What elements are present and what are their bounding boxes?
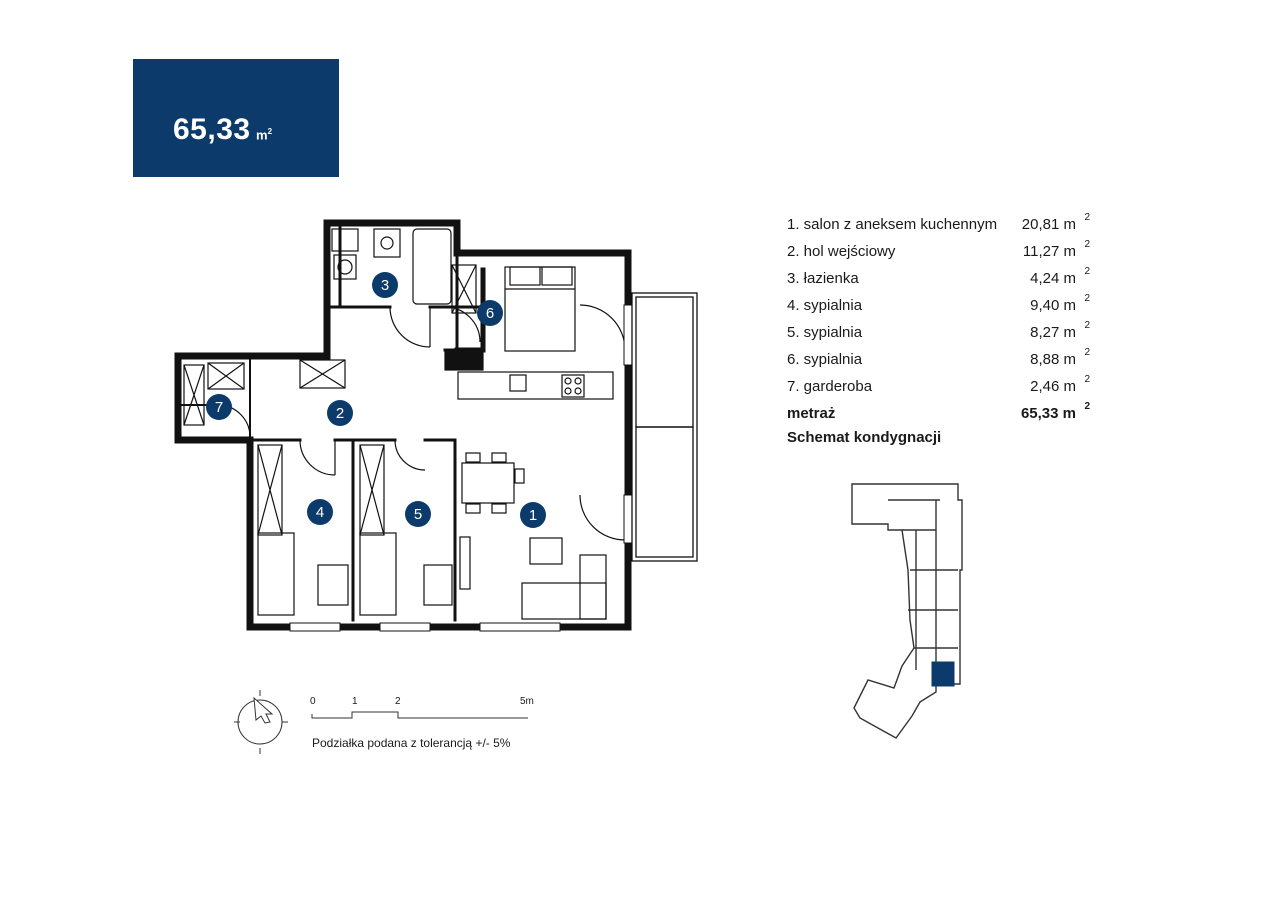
tv	[459, 536, 471, 590]
room-area-sup: 2	[1084, 212, 1090, 223]
floor-plan: 3 6 2 7 4 5 1	[174, 219, 698, 632]
room-label: 6. sypialnia	[787, 351, 863, 368]
interior-wall	[351, 438, 457, 622]
door-swing	[299, 439, 336, 476]
door-swing	[444, 306, 481, 343]
room-area: 65,33 m	[1020, 405, 1076, 422]
door-swing	[394, 439, 426, 471]
room-label: 7. garderoba	[787, 378, 873, 395]
coffee-table	[529, 537, 563, 565]
sink	[509, 374, 527, 392]
room-label: 3. łazienka	[787, 270, 859, 287]
room-area: 8,27 m	[1030, 324, 1076, 341]
room-area: 8,88 m	[1030, 351, 1076, 368]
room-marker-4	[307, 499, 333, 525]
bathtub	[412, 228, 452, 305]
door-swing	[579, 494, 626, 541]
room-marker-2	[327, 400, 353, 426]
scale-note: Podziałka podana z tolerancją +/- 5%	[312, 736, 511, 750]
highlighted-unit	[931, 661, 955, 687]
dining-table	[461, 462, 515, 504]
room-number-2: 2	[336, 405, 344, 422]
room-marker-1	[520, 502, 546, 528]
room-row: 2. hol wejściowy 11,27 m 2	[787, 239, 1092, 268]
room-row: 1. salon z aneksem kuchennym 20,81 m 2	[787, 212, 1092, 241]
sofa	[521, 582, 607, 620]
room-area-sup: 2	[1084, 239, 1090, 250]
balcony	[631, 292, 698, 562]
north-arrow-icon	[234, 690, 288, 754]
room-area: 2,46 m	[1030, 378, 1076, 395]
wardrobe-4	[257, 444, 283, 536]
cooktop	[561, 374, 585, 398]
room-area-sup: 2	[1084, 266, 1090, 277]
kitchen-counter	[457, 371, 614, 400]
room-label: 4. sypialnia	[787, 297, 863, 314]
wardrobe-5	[359, 444, 385, 536]
room-label: 1. salon z aneksem kuchennym	[787, 216, 998, 233]
scale-tick-0: 0	[310, 696, 316, 707]
room-number-6: 6	[486, 305, 494, 322]
room-number-7: 7	[215, 399, 223, 416]
room-number-4: 4	[316, 504, 324, 521]
room-area-sup: 2	[1084, 320, 1090, 331]
room-area-sup: 2	[1084, 374, 1090, 385]
bed-5	[359, 532, 397, 616]
area-value: 65,33	[173, 113, 251, 146]
exterior-wall	[174, 219, 632, 631]
room-area-sup: 2	[1084, 293, 1090, 304]
room-area: 9,40 m	[1030, 297, 1076, 314]
door-swing	[579, 304, 626, 351]
room-marker-7	[206, 394, 232, 420]
area-unit: m2	[256, 127, 273, 143]
room-area-sup: 2	[1084, 401, 1090, 412]
scale-tick-5m: 5m	[520, 696, 534, 707]
room-area: 20,81 m	[1021, 216, 1076, 233]
washing-machine	[331, 228, 359, 252]
room-marker-3	[372, 272, 398, 298]
door-swing	[389, 306, 431, 348]
room-row: 6. sypialnia 8,88 m 2	[787, 347, 1092, 376]
room-row: 4. sypialnia 9,40 m 2	[787, 293, 1092, 322]
scale-tick-2: 2	[395, 696, 401, 707]
room-number-3: 3	[381, 277, 389, 294]
scale-tick-1: 1	[352, 696, 358, 707]
fridge	[444, 349, 484, 371]
room-area: 11,27 m	[1022, 243, 1076, 260]
area-badge: 65,33 m2	[133, 59, 339, 177]
bed-4	[257, 532, 295, 616]
scale-bar	[234, 690, 528, 754]
room-row: 5. sypialnia 8,27 m 2	[787, 320, 1092, 349]
schemat-label: Schemat kondygnacji	[787, 429, 942, 446]
room-row: 3. łazienka 4,24 m 2	[787, 266, 1092, 295]
room-area: 4,24 m	[1030, 270, 1076, 287]
room-label: 5. sypialnia	[787, 324, 863, 341]
key-plan	[851, 483, 963, 739]
room-total-row: metraż 65,33 m 2	[787, 401, 1092, 430]
room-label: metraż	[787, 405, 836, 422]
room-label: 2. hol wejściowy	[787, 243, 896, 260]
room-row: 7. garderoba 2,46 m 2	[787, 374, 1092, 403]
room-number-1: 1	[529, 507, 537, 524]
room-area-sup: 2	[1084, 347, 1090, 358]
washbasin	[373, 228, 401, 258]
room-number-5: 5	[414, 506, 422, 523]
toilet	[333, 254, 357, 280]
interior-wall	[325, 268, 485, 309]
room-marker-6	[477, 300, 503, 326]
room-marker-5	[405, 501, 431, 527]
